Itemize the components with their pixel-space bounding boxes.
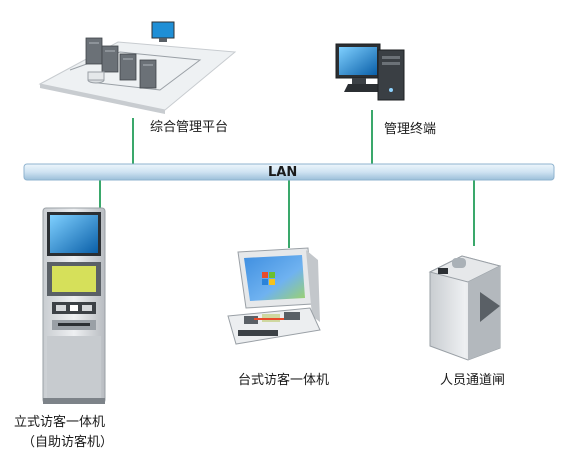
platform-label: 综合管理平台 (150, 120, 229, 135)
terminal-label: 管理终端 (384, 122, 437, 137)
standing-kiosk-label-line1: 立式访客一体机 (14, 415, 106, 430)
server-cluster-icon (38, 21, 237, 114)
standing-kiosk-label-line2: （自助访客机） (22, 435, 114, 450)
turnstile-gate-icon (428, 255, 502, 361)
desktop-computer-icon (335, 43, 405, 101)
connector-lines (99, 110, 475, 248)
desktop-kiosk-icon (227, 247, 321, 345)
standing-kiosk-icon (42, 207, 106, 404)
desktop-kiosk-label: 台式访客一体机 (238, 373, 330, 388)
lan-bus (23, 163, 555, 181)
lan-label: LAN (268, 165, 297, 180)
gate-label: 人员通道闸 (440, 373, 506, 388)
